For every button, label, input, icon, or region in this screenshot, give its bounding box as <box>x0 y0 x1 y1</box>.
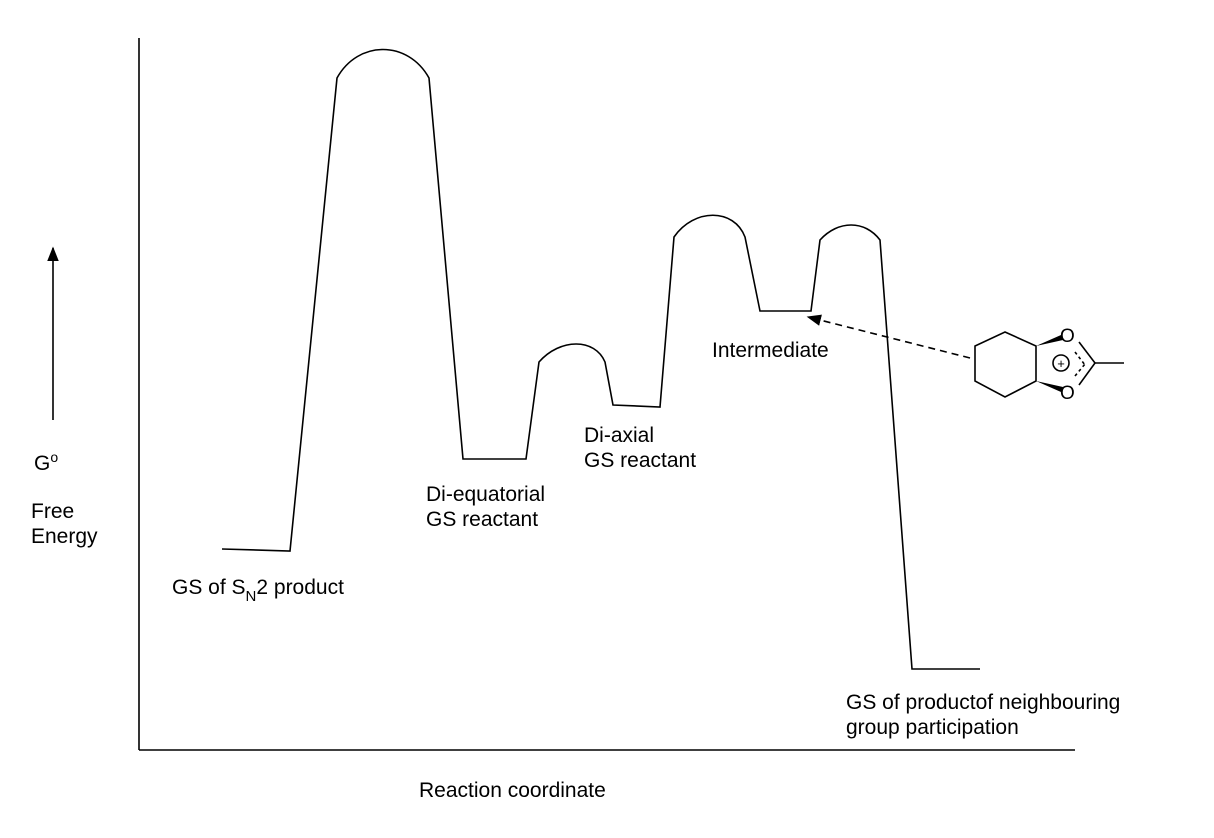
energy-symbol: Go <box>34 449 58 475</box>
free-energy-label-line2: Energy <box>31 525 98 548</box>
intermediate-pointer-arrow <box>806 314 971 359</box>
diequatorial-label-line1: Di-equatorial <box>426 483 545 506</box>
o-c-bond-bottom <box>1078 362 1096 386</box>
ngp-product-label-line2: group participation <box>846 716 1019 739</box>
oxygen-bottom-atom: O <box>1060 383 1075 404</box>
sn2-product-label: GS of SN2 product <box>172 576 344 605</box>
ngp-product-label-line1: GS of productof neighbouring <box>846 691 1120 714</box>
diaxial-label-line2: GS reactant <box>584 449 696 472</box>
oxygen-top-atom: O <box>1060 326 1075 347</box>
wedge-bond-top <box>1036 335 1063 346</box>
delocalized-bond-top <box>1074 351 1086 366</box>
dioxolanylium-cation-structure: O O + <box>974 326 1124 404</box>
diaxial-label-line1: Di-axial <box>584 424 654 447</box>
reaction-coordinate-label: Reaction coordinate <box>419 779 606 802</box>
cyclohexane-ring <box>974 331 1037 398</box>
free-energy-label-line1: Free <box>31 500 74 523</box>
positive-charge-symbol: + <box>1057 356 1065 371</box>
diequatorial-label-line2: GS reactant <box>426 508 538 531</box>
wedge-bond-bottom <box>1036 381 1063 392</box>
delocalized-bond-bottom <box>1074 363 1086 377</box>
intermediate-label: Intermediate <box>712 339 829 362</box>
o-c-bond-top <box>1078 341 1096 364</box>
energy-profile-curve <box>221 48 980 670</box>
positive-charge-circle <box>1052 354 1070 372</box>
